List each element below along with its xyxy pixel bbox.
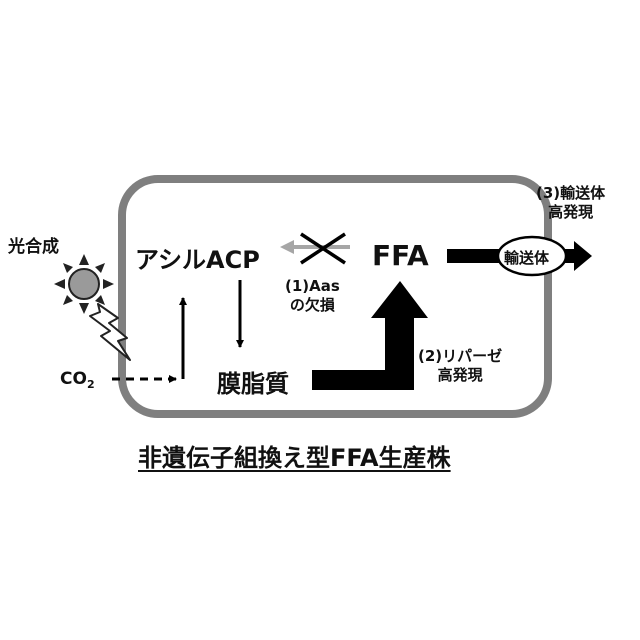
transporter-note-line1: (3)輸送体 <box>536 184 605 203</box>
aas-deletion-line1: (1)Aas <box>285 277 340 296</box>
aas-deletion-label: (1)Aas の欠損 <box>285 277 340 315</box>
transporter-note-label: (3)輸送体 高発現 <box>536 184 605 222</box>
ffa-label: FFA <box>372 239 429 272</box>
lipase-line2: 高発現 <box>418 366 502 385</box>
lipase-line1: (2)リパーゼ <box>418 347 502 366</box>
transporter-label: 輸送体 <box>504 247 549 268</box>
co2-main-text: CO <box>60 369 87 389</box>
co2-label: CO2 <box>60 369 95 391</box>
transporter-note-line2: 高発現 <box>536 203 605 222</box>
diagram-title: 非遺伝子組換え型FFA生産株 <box>138 438 451 473</box>
photosynthesis-label: 光合成 <box>8 232 59 257</box>
aas-deletion-line2: の欠損 <box>285 296 340 315</box>
acyl-acp-label: アシルACP <box>135 240 260 275</box>
lipase-label: (2)リパーゼ 高発現 <box>418 347 502 385</box>
membrane-lipid-label: 膜脂質 <box>217 364 289 399</box>
sun-icon <box>54 254 114 314</box>
co2-subscript: 2 <box>87 378 95 391</box>
